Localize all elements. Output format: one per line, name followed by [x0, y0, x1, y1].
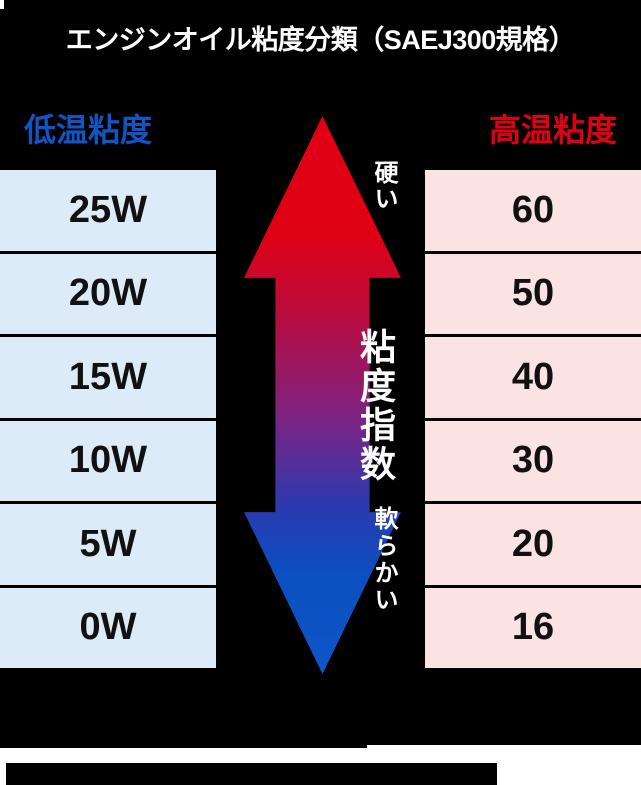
- column-header-low-temp: 低温粘度: [24, 112, 153, 148]
- grade-cell: 40: [425, 334, 641, 421]
- backdrop-notch-top-left: [0, 0, 4, 9]
- grade-cell: 30: [425, 417, 641, 504]
- arrow-label-soft: 軟らかい: [244, 506, 401, 614]
- arrow-label-viscosity-index-text: 粘度指数: [355, 328, 396, 484]
- grade-cell: 5W: [0, 501, 216, 588]
- arrow-label-soft-text: 軟らかい: [370, 506, 397, 614]
- low-temp-grade-column: 25W 20W 15W 10W 5W 0W: [0, 167, 216, 671]
- grade-cell: 60: [425, 167, 641, 254]
- grade-cell: 10W: [0, 417, 216, 504]
- grade-cell: 20W: [0, 250, 216, 337]
- grade-cell: 50: [425, 250, 641, 337]
- backdrop-gap-strip: [0, 748, 641, 763]
- arrow-label-viscosity-index: 粘度指数: [244, 328, 401, 484]
- page-title: エンジンオイル粘度分類（SAEJ300規格）: [65, 25, 576, 55]
- viscosity-index-double-arrow: 硬い 粘度指数 軟らかい: [244, 116, 401, 674]
- grade-cell: 0W: [0, 584, 216, 671]
- arrow-label-hard: 硬い: [244, 160, 401, 212]
- grade-cell: 16: [425, 584, 641, 671]
- grade-cell: 25W: [0, 167, 216, 254]
- bottom-bar-left: [6, 763, 367, 785]
- arrow-label-hard-text: 硬い: [370, 160, 397, 212]
- grade-cell: 15W: [0, 334, 216, 421]
- column-header-high-temp: 高温粘度: [488, 112, 617, 148]
- grade-cell: 20: [425, 501, 641, 588]
- high-temp-grade-column: 60 50 40 30 20 16: [425, 167, 641, 671]
- bottom-bar-right: [367, 763, 497, 785]
